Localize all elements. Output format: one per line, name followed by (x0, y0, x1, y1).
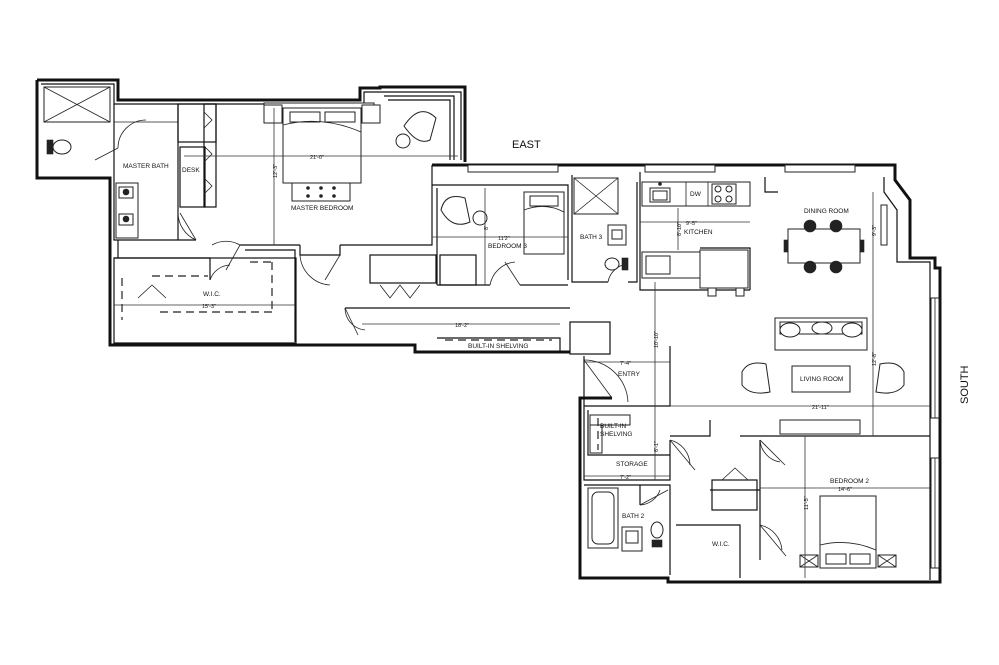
dim-master-bedroom-width: 21'-0" (310, 155, 324, 161)
label-kitchen: KITCHEN (684, 229, 713, 236)
dim-storage-depth: 6'-1" (654, 441, 660, 452)
dim-entry-width: 7'-4" (620, 361, 631, 367)
dim-bedroom2-depth: 11'-5" (804, 496, 810, 510)
dimension-labels: 21'-0" 12'-3" 15'-3" 11'2" 8' 9'-5" 8'-1… (202, 155, 878, 510)
label-built-in-shelving-hall: BUILT-IN SHELVING (468, 343, 528, 350)
label-bedroom3: BEDROOM 3 (488, 243, 527, 250)
label-dw: DW (690, 191, 702, 198)
label-bedroom2: BEDROOM 2 (830, 478, 869, 485)
doors (94, 111, 787, 557)
label-living-room: LIVING ROOM (800, 376, 843, 383)
room-labels: EAST SOUTH MASTER BATH DESK MASTER BEDRO… (123, 139, 971, 548)
dim-bedroom3-width: 11'2" (498, 236, 510, 242)
interior-walls (113, 103, 930, 578)
dim-bedroom3-depth: 8' (484, 226, 490, 230)
dim-kitchen-width: 9'-5" (686, 221, 697, 227)
fixtures (43, 86, 905, 569)
dim-dining-depth: 9'-3" (872, 225, 878, 236)
dim-entry-depth: 10'-10" (654, 331, 660, 348)
dim-bedroom2-width: 14'-6" (838, 487, 852, 493)
label-built-in-storage-2: SHELVING (600, 431, 632, 438)
label-built-in-storage-1: BUILT-IN (600, 423, 627, 430)
label-master-bath: MASTER BATH (123, 163, 169, 170)
closet-rods (121, 261, 599, 450)
dim-master-bedroom-depth: 12'-3" (273, 164, 279, 178)
label-entry: ENTRY (618, 371, 641, 378)
label-dining-room: DINING ROOM (804, 208, 849, 215)
dim-hall-length: 18'-2" (455, 323, 469, 329)
compass-east: EAST (512, 139, 541, 151)
label-wic-master: W.I.C. (203, 291, 221, 298)
dim-wic-width: 15'-3" (202, 304, 216, 310)
label-bath3: BATH 3 (580, 234, 603, 241)
label-storage: STORAGE (616, 461, 648, 468)
dim-living-width: 21'-11" (812, 405, 829, 411)
dim-living-depth: 12'-8" (872, 352, 878, 366)
exterior-walls (35, 78, 942, 584)
label-master-bedroom: MASTER BEDROOM (291, 205, 353, 212)
label-desk: DESK (182, 167, 200, 174)
dimension-lines (114, 108, 930, 578)
dim-storage-width: 7'-2" (620, 475, 631, 481)
dim-kitchen-depth: 8'-10" (677, 222, 683, 236)
label-bath2: BATH 2 (622, 513, 645, 520)
label-wic-bedroom2: W.I.C. (712, 541, 730, 548)
compass-south: SOUTH (959, 365, 971, 404)
